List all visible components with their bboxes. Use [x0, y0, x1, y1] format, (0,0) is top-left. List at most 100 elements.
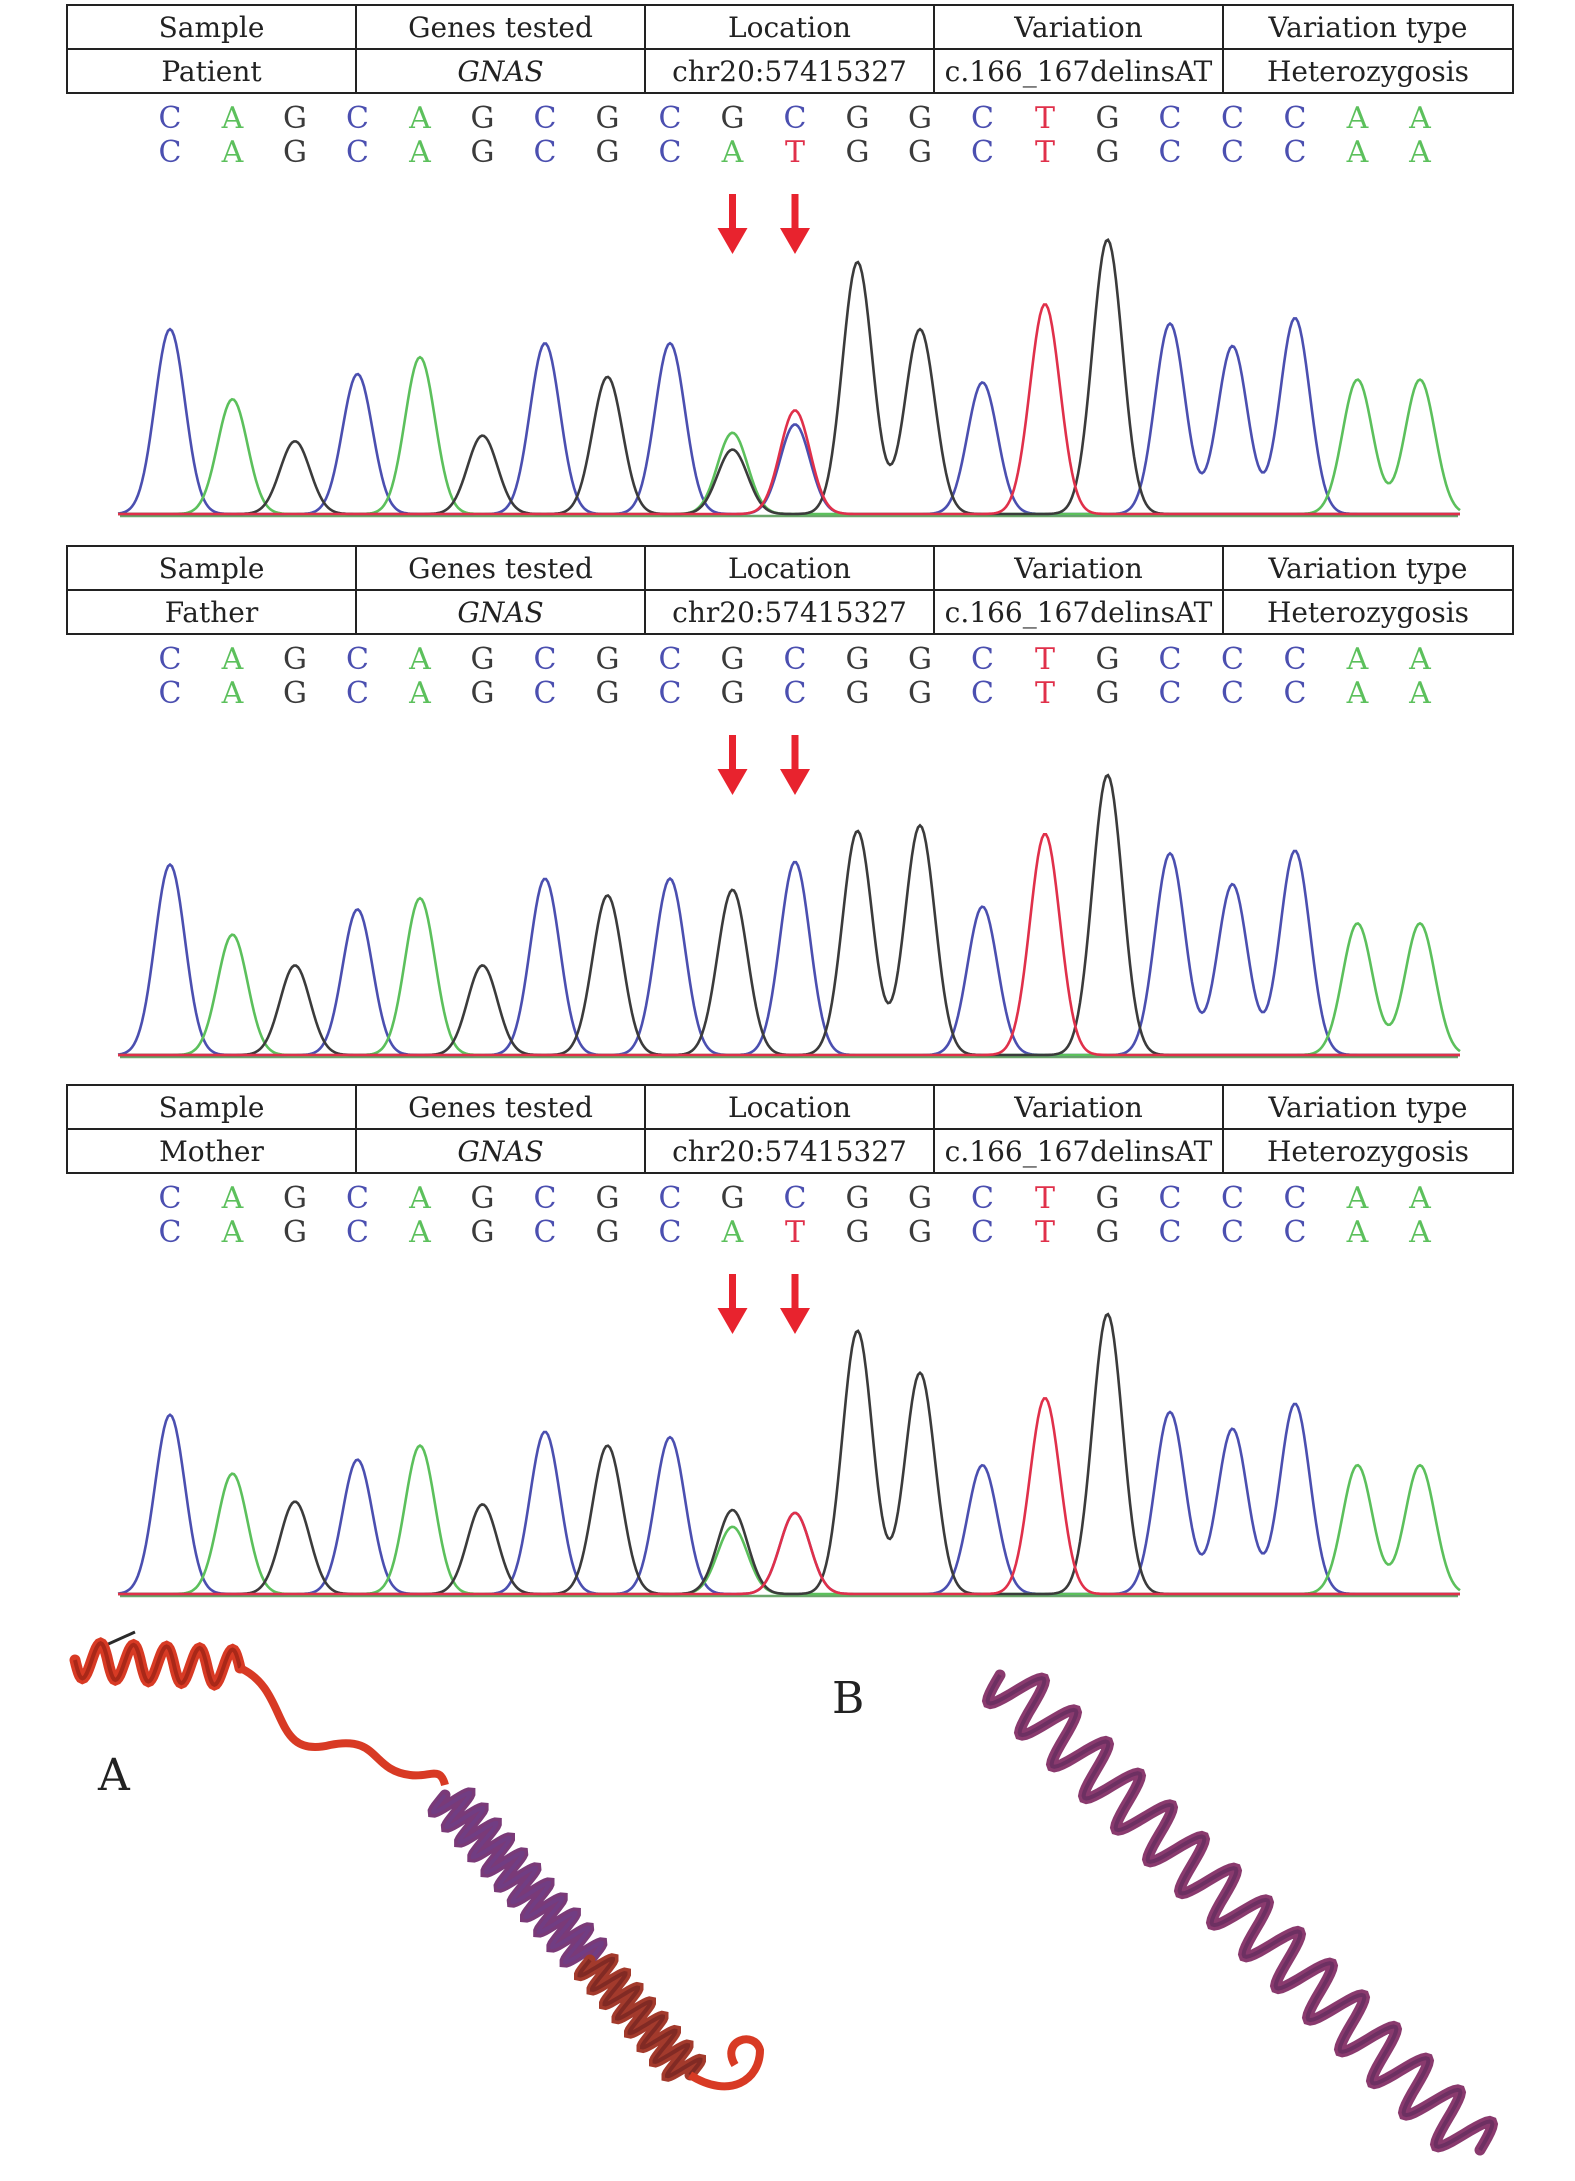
base-call: A — [221, 135, 244, 170]
variant-arrow — [717, 735, 748, 795]
base-call: C — [534, 1215, 557, 1250]
base-call: C — [784, 642, 807, 677]
cell-sample: Father — [66, 589, 357, 635]
base-call: T — [785, 1215, 805, 1250]
base-call: C — [1221, 101, 1244, 136]
base-call: C — [1159, 676, 1182, 711]
base-call: C — [1159, 642, 1182, 677]
base-call: C — [971, 642, 994, 677]
base-call: C — [659, 135, 682, 170]
cell-gene: GNAS — [355, 589, 646, 635]
base-call: C — [346, 642, 369, 677]
base-call: A — [1346, 1181, 1369, 1216]
base-call: C — [1284, 101, 1307, 136]
base-call: A — [221, 101, 244, 136]
header-sample: Sample — [66, 1084, 357, 1130]
table-row: Father GNAS chr20:57415327 c.166_167deli… — [66, 589, 1514, 635]
base-call: C — [159, 135, 182, 170]
base-call: C — [971, 1181, 994, 1216]
base-call: C — [346, 101, 369, 136]
base-call: G — [846, 135, 870, 170]
variant-table-patient: Sample Genes tested Location Variation V… — [66, 4, 1514, 94]
base-call: G — [1096, 1181, 1120, 1216]
base-call: G — [846, 1215, 870, 1250]
header-location: Location — [644, 545, 935, 591]
base-call: T — [1035, 642, 1055, 677]
base-call: G — [908, 1181, 932, 1216]
base-call: C — [346, 135, 369, 170]
base-call: C — [784, 1181, 807, 1216]
base-call: G — [596, 135, 620, 170]
base-call: A — [408, 1215, 431, 1250]
chromatogram-mother — [117, 1274, 1461, 1598]
trace-channel-G — [118, 237, 1460, 516]
header-variation: Variation — [933, 4, 1224, 50]
trace-channel-C — [117, 849, 1460, 1057]
base-call: C — [1284, 642, 1307, 677]
header-location: Location — [644, 1084, 935, 1130]
base-call: G — [283, 1215, 307, 1250]
header-variation: Variation — [933, 1084, 1224, 1130]
cell-location: chr20:57415327 — [644, 589, 935, 635]
base-call: C — [659, 101, 682, 136]
base-call: C — [971, 101, 994, 136]
trace-channel-A — [118, 355, 1461, 516]
base-call: G — [1096, 1215, 1120, 1250]
base-call: G — [283, 101, 307, 136]
base-call: C — [784, 676, 807, 711]
table-header-row: Sample Genes tested Location Variation V… — [66, 1084, 1514, 1130]
trace-channel-G — [118, 1312, 1460, 1596]
base-call: A — [408, 101, 431, 136]
base-call: C — [659, 1181, 682, 1216]
base-call: C — [1284, 1215, 1307, 1250]
table-row: Patient GNAS chr20:57415327 c.166_167del… — [66, 48, 1514, 94]
cell-variation: c.166_167delinsAT — [933, 589, 1224, 635]
base-call: C — [159, 676, 182, 711]
header-variation-type: Variation type — [1222, 4, 1514, 50]
base-call: G — [846, 676, 870, 711]
base-call: C — [159, 1181, 182, 1216]
base-call: A — [221, 676, 244, 711]
base-call: A — [1346, 1215, 1369, 1250]
variant-arrow — [780, 1274, 810, 1334]
base-call: C — [1284, 1181, 1307, 1216]
base-call: T — [1035, 135, 1055, 170]
base-call: G — [846, 1181, 870, 1216]
base-call: G — [1096, 676, 1120, 711]
base-call: C — [971, 676, 994, 711]
base-call: G — [596, 676, 620, 711]
header-variation-type: Variation type — [1222, 545, 1514, 591]
header-location: Location — [644, 4, 935, 50]
base-call: C — [346, 676, 369, 711]
protein-ribbon-a — [69, 1630, 765, 2091]
base-call: G — [471, 1181, 495, 1216]
base-call: A — [1408, 101, 1431, 136]
cell-variation-type: Heterozygosis — [1222, 589, 1514, 635]
patient-panel: Sample Genes tested Location Variation V… — [0, 4, 1575, 544]
cell-gene: GNAS — [355, 48, 646, 94]
base-call: A — [408, 135, 431, 170]
base-call: C — [659, 676, 682, 711]
base-call: G — [283, 642, 307, 677]
structure-label-a: A — [98, 1750, 130, 1801]
base-call: A — [1408, 1215, 1431, 1250]
mother-panel: Sample Genes tested Location Variation V… — [0, 1084, 1575, 1624]
base-call: G — [283, 676, 307, 711]
base-call: G — [283, 1181, 307, 1216]
header-variation: Variation — [933, 545, 1224, 591]
base-call: G — [471, 1215, 495, 1250]
base-call: A — [1346, 135, 1369, 170]
base-call: G — [721, 676, 745, 711]
base-call: A — [1408, 135, 1431, 170]
base-call: G — [596, 1181, 620, 1216]
base-call: G — [471, 642, 495, 677]
father-panel: Sample Genes tested Location Variation V… — [0, 545, 1575, 1085]
base-call: T — [785, 135, 805, 170]
base-call: A — [408, 642, 431, 677]
base-call: C — [159, 1215, 182, 1250]
base-call: A — [1346, 642, 1369, 677]
base-call: T — [1035, 1181, 1055, 1216]
base-call: G — [1096, 642, 1120, 677]
